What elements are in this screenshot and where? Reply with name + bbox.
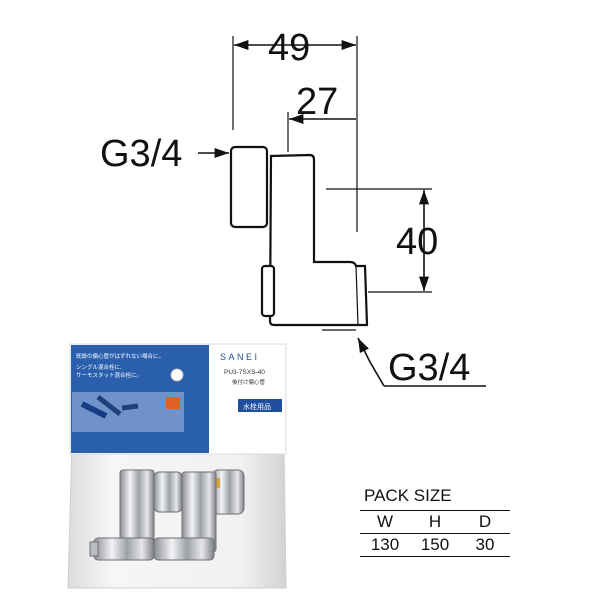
package-model: PU3-7SXS-40 (224, 369, 265, 376)
hang-hole-icon (170, 368, 184, 382)
package-note-3: サーモスタット混合栓に。 (76, 371, 142, 379)
side-boss (260, 264, 276, 318)
pack-size-header-d: D (478, 512, 492, 531)
package-note-2: シングル混合栓に、 (76, 363, 125, 371)
dim-label-49: 49 (268, 27, 310, 69)
package-product-name: 後付け偏心管 (232, 378, 266, 386)
outlet-thread-label: G3/4 (388, 347, 470, 389)
elbow-body (268, 153, 369, 327)
right-fitting (153, 469, 245, 561)
pack-size-value-row: 130 150 30 (360, 534, 510, 557)
pack-size-value-d: 30 (475, 535, 495, 554)
package-note-1: 既設の偏心管がはずれない場合に。 (76, 352, 164, 360)
package-brand: SANEI (220, 352, 260, 362)
pack-size-block: PACK SIZE W H D 130 150 30 (360, 486, 520, 557)
outlet-nut-edge (355, 265, 359, 326)
outlet-leader (357, 337, 385, 387)
pack-size-value-h: 150 (420, 535, 450, 554)
dim-label-40: 40 (396, 221, 438, 263)
inlet-nut (229, 145, 269, 229)
pack-size-header-row: W H D (360, 510, 510, 534)
package-badge (238, 399, 282, 412)
dim-label-27: 27 (296, 81, 338, 123)
pack-size-title: PACK SIZE (364, 486, 452, 505)
package-photo: 既設の偏心管がはずれない場合に。 シングル混合栓に、 サーモスタット混合栓に。 … (67, 343, 287, 589)
left-fitting (89, 469, 183, 561)
package-badge-label: 水栓用品 (243, 402, 271, 411)
pack-size-header-w: W (376, 512, 394, 531)
inlet-thread-label: G3/4 (100, 133, 182, 175)
pack-size-value-w: 130 (370, 535, 400, 554)
pack-size-header-h: H (428, 512, 442, 531)
pack-size-table: W H D 130 150 30 (360, 510, 510, 557)
